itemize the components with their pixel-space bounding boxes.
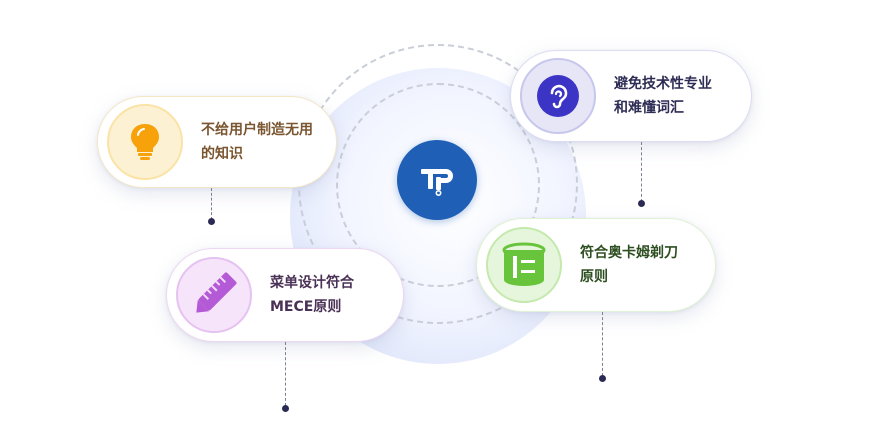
card-label-line1: 不给用户制造无用	[201, 122, 313, 138]
connector-dot	[638, 200, 645, 207]
card-label: 符合奥卡姆剃刀 原则	[580, 241, 678, 289]
card-mece-menu: 菜单设计符合 MECE原则	[166, 248, 404, 342]
card-label-line2: 原则	[580, 269, 608, 285]
lightbulb-icon	[107, 104, 183, 180]
card-label-line2: 和难懂词汇	[614, 100, 684, 116]
card-label: 菜单设计符合 MECE原则	[270, 271, 354, 319]
pencil-ruler-icon	[176, 257, 252, 333]
connector-line	[641, 142, 642, 202]
tp-logo-icon	[397, 140, 477, 220]
card-occams-razor: 符合奥卡姆剃刀 原则	[476, 218, 716, 312]
card-no-useless-knowledge: 不给用户制造无用 的知识	[97, 96, 337, 188]
connector-line	[602, 312, 603, 376]
card-label: 不给用户制造无用 的知识	[201, 118, 313, 166]
card-label-line2: MECE原则	[270, 299, 342, 315]
connector-line	[211, 188, 212, 220]
ear-icon	[520, 58, 596, 134]
card-label-line2: 的知识	[201, 146, 243, 162]
connector-dot	[282, 405, 289, 412]
card-label-line1: 菜单设计符合	[270, 275, 354, 291]
connector-line	[285, 342, 286, 406]
connector-dot	[208, 218, 215, 225]
card-label: 避免技术性专业 和难懂词汇	[614, 72, 712, 120]
card-label-line1: 符合奥卡姆剃刀	[580, 245, 678, 261]
cylinder-icon	[486, 227, 562, 303]
card-avoid-jargon: 避免技术性专业 和难懂词汇	[510, 50, 752, 142]
card-label-line1: 避免技术性专业	[614, 76, 712, 92]
inner-dashed-ring	[336, 83, 540, 287]
connector-dot	[599, 375, 606, 382]
